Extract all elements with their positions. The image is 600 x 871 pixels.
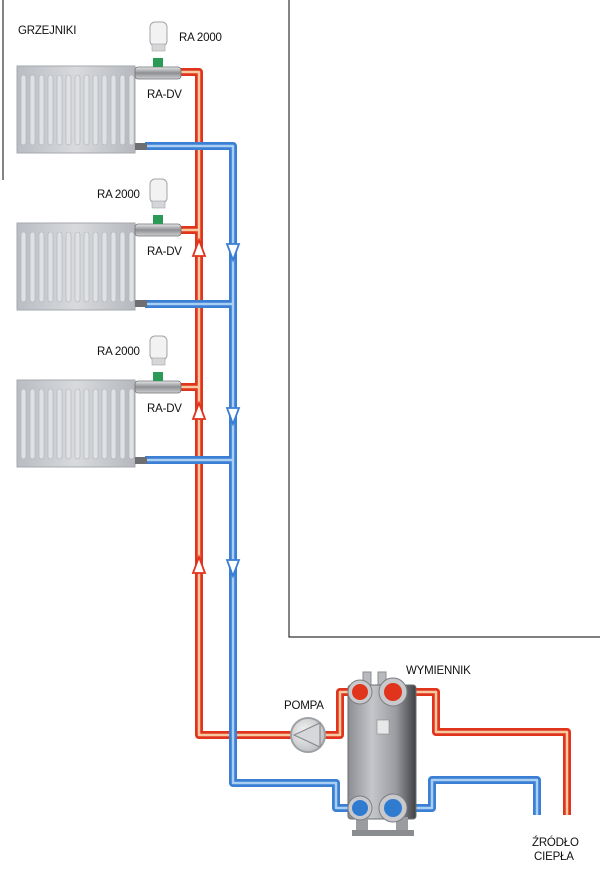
- radiator-fin: [47, 388, 54, 460]
- radiator-fin: [20, 74, 27, 146]
- radiator-fin: [128, 388, 135, 460]
- radiator-fin: [128, 74, 135, 146]
- arrow-up-icon: [191, 554, 207, 574]
- thermostat-head-icon: [149, 21, 168, 47]
- radiator-fin: [110, 74, 117, 146]
- radiator-valve: [134, 223, 182, 237]
- pump-label: POMPA: [284, 700, 324, 712]
- radiator-fin: [110, 231, 117, 303]
- radiator-fin: [92, 388, 99, 460]
- radiator-fin: [128, 231, 135, 303]
- radiator-valve: [134, 380, 182, 394]
- heat-exchanger: [347, 671, 417, 836]
- radiator-fin: [65, 388, 72, 460]
- heat-source-label-line2: CIEPŁA: [534, 851, 574, 863]
- radiator-fin: [74, 231, 81, 303]
- radiator-fin: [29, 74, 36, 146]
- radiator-fin: [101, 231, 108, 303]
- radiator-valve: [134, 66, 182, 80]
- return-pipes: [145, 142, 541, 815]
- pump-arrow-icon: [292, 722, 321, 748]
- radiator-fin: [119, 231, 126, 303]
- radiator-fin: [92, 231, 99, 303]
- radiator-fin: [38, 74, 45, 146]
- thermostat-label: RA 2000: [97, 346, 140, 358]
- radiator-fin: [47, 231, 54, 303]
- valve-label: RA-DV: [147, 246, 182, 258]
- title-label: GRZEJNIKI: [18, 25, 76, 37]
- radiator-fin: [65, 231, 72, 303]
- return-fitting: [135, 143, 147, 150]
- supply-flow-arrows: [191, 237, 207, 574]
- valve-insert: [153, 372, 163, 381]
- return-fitting: [135, 300, 147, 307]
- thermostat-label: RA 2000: [97, 189, 140, 201]
- radiator-fin: [29, 231, 36, 303]
- thermostat-head-icon: [149, 335, 168, 361]
- radiator-fin: [65, 74, 72, 146]
- radiator-fin: [38, 388, 45, 460]
- radiator-fin: [47, 74, 54, 146]
- valve-label: RA-DV: [147, 403, 182, 415]
- radiator-fin: [74, 388, 81, 460]
- heat-source-label-line1: ŹRÓDŁO: [532, 836, 579, 849]
- radiator-fin: [56, 388, 63, 460]
- arrow-up-icon: [191, 400, 207, 420]
- valve-insert: [153, 58, 163, 67]
- exchanger-label: WYMIENNIK: [406, 665, 471, 677]
- valve-label: RA-DV: [147, 89, 182, 101]
- pump: [290, 717, 326, 753]
- arrow-down-icon: [225, 559, 241, 579]
- thermostat-label: RA 2000: [179, 32, 222, 44]
- thermostat-head-icon: [149, 178, 168, 204]
- radiator-fin: [101, 74, 108, 146]
- arrow-down-icon: [225, 407, 241, 427]
- radiator-fin: [83, 231, 90, 303]
- arrow-down-icon: [225, 243, 241, 263]
- radiator-fin: [119, 74, 126, 146]
- return-flow-arrows: [225, 243, 241, 579]
- radiator-fin: [83, 74, 90, 146]
- radiator-fin: [29, 388, 36, 460]
- frame-border: [2, 0, 600, 638]
- return-fitting: [135, 457, 147, 464]
- radiator-fin: [92, 74, 99, 146]
- radiator-fin: [74, 74, 81, 146]
- radiator-fin: [38, 231, 45, 303]
- radiator-fin: [56, 231, 63, 303]
- radiator-fin: [20, 388, 27, 460]
- arrow-up-icon: [191, 237, 207, 257]
- radiator-fin: [119, 388, 126, 460]
- radiator-fin: [83, 388, 90, 460]
- radiator-fin: [110, 388, 117, 460]
- radiator-fin: [101, 388, 108, 460]
- valve-insert: [153, 215, 163, 224]
- radiator-fin: [56, 74, 63, 146]
- radiator-fin: [20, 231, 27, 303]
